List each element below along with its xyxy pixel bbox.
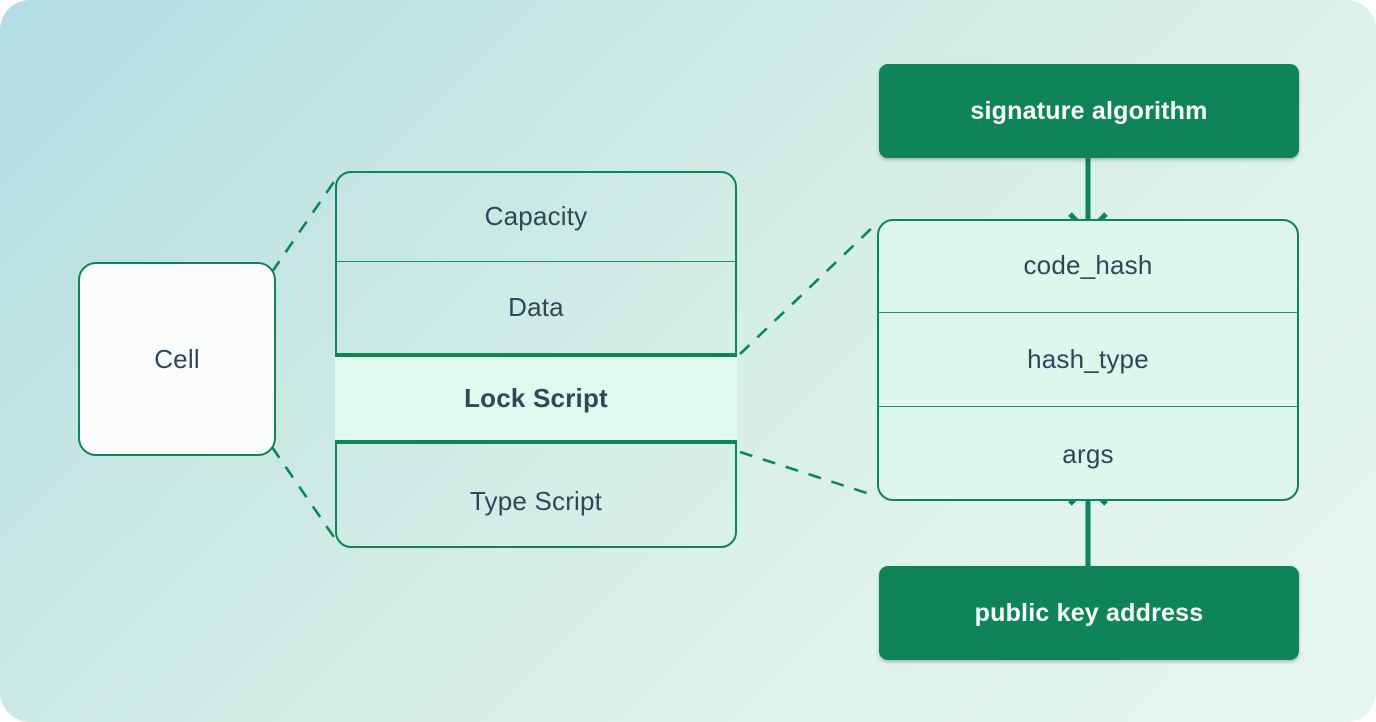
cell-field-row-capacity: Capacity [335,171,737,262]
script-field-label-hash-type: hash_type [1027,344,1149,374]
cell-field-label-capacity: Capacity [484,200,588,231]
script-field-label-code-hash: code_hash [1023,250,1153,280]
cell-field-row-type-script: Type Script [335,456,737,547]
connector-lock-to-script-top [739,223,877,355]
cell-box: Cell [78,262,276,456]
script-field-row-code-hash: code_hash [877,219,1299,313]
cell-field-row-lock-script: Lock Script [335,353,737,444]
public-key-address-box: public key address [879,566,1299,660]
cell-label: Cell [154,343,200,374]
cell-field-label-lock-script: Lock Script [464,383,608,413]
signature-algorithm-box: signature algorithm [879,64,1299,158]
cell-fields-stack: Capacity Data Lock Script Type Script [335,171,737,548]
script-field-row-args: args [877,407,1299,501]
script-field-label-args: args [1062,438,1114,469]
connector-cell-to-fields-bottom [270,446,340,544]
connector-cell-to-fields-top [270,175,340,273]
script-fields-stack: code_hash hash_type args [877,219,1299,501]
signature-algorithm-label: signature algorithm [970,96,1208,125]
public-key-address-label: public key address [974,598,1204,627]
cell-field-row-data: Data [335,262,737,353]
cell-field-label-data: Data [508,292,564,322]
cell-field-label-type-script: Type Script [469,486,603,516]
connector-lock-to-script-bottom [739,450,877,498]
script-field-row-hash-type: hash_type [877,313,1299,407]
